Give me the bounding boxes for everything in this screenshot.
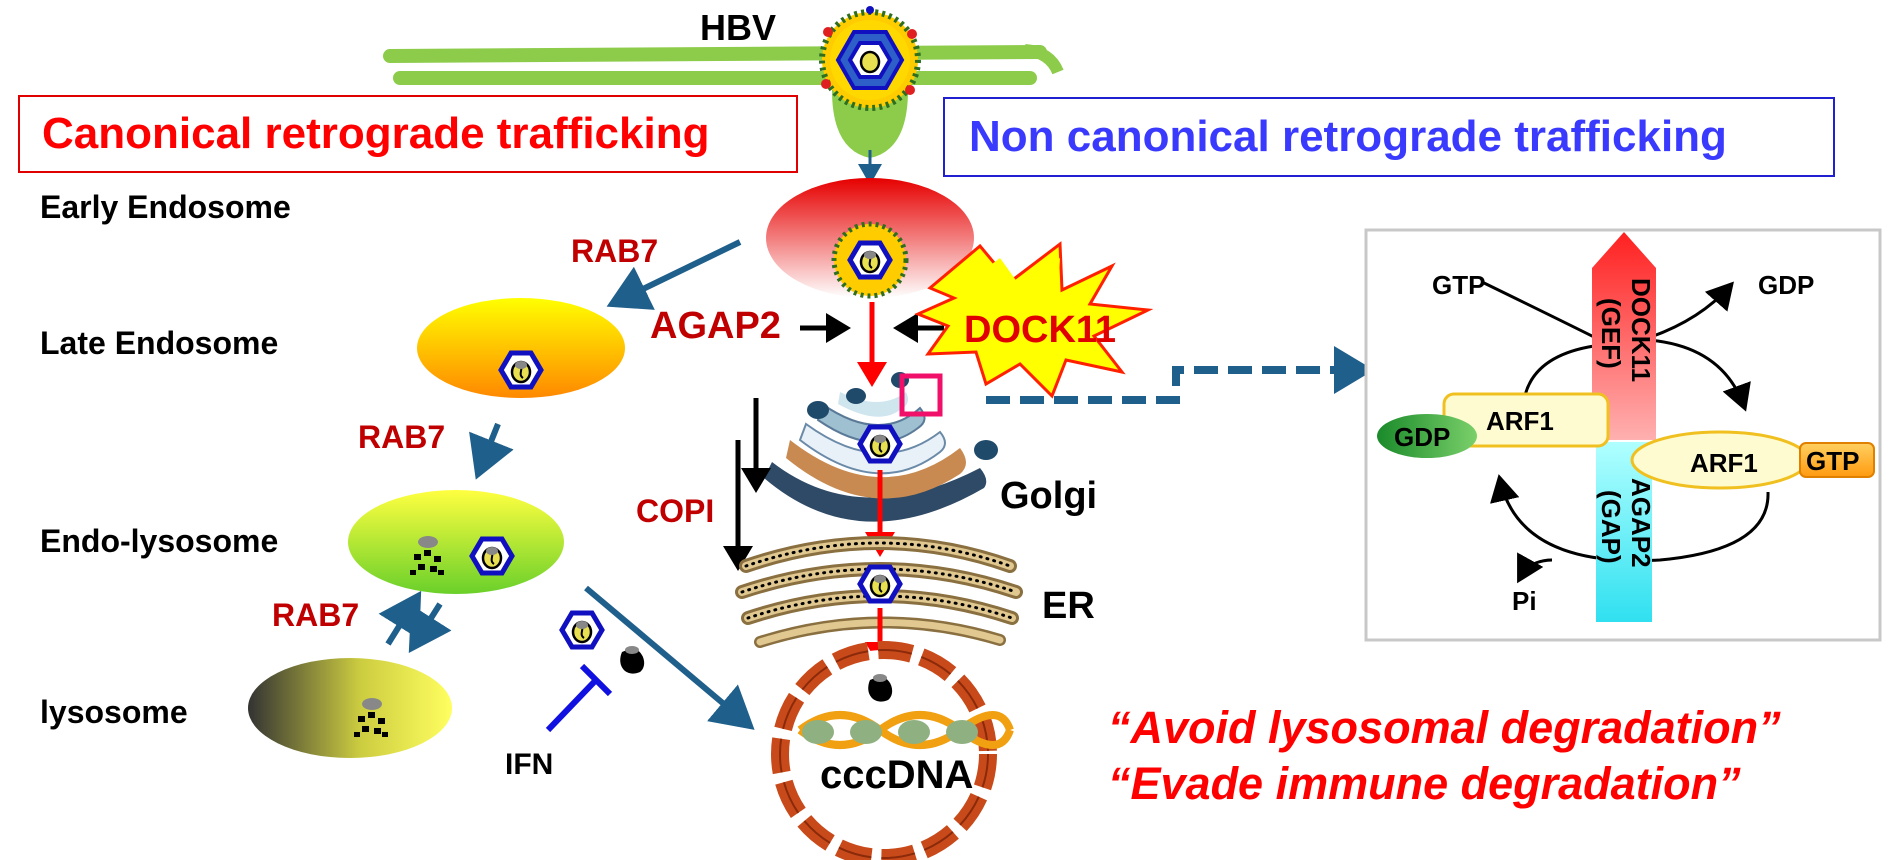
early-endosome-label: Early Endosome (40, 189, 291, 225)
inset-gef-label: (GEF) (1596, 298, 1626, 369)
nucleus (771, 641, 997, 860)
golgi-capsid (860, 427, 900, 461)
lysosome (248, 658, 452, 758)
cell-membrane (383, 44, 1064, 85)
golgi-label: Golgi (1000, 475, 1097, 517)
quote-lysosomal: “Avoid lysosomal degradation” (1108, 702, 1781, 753)
late-endosome-capsid (501, 353, 541, 387)
hbv-label: HBV (700, 7, 776, 48)
inset-arf1-left-label: ARF1 (1486, 406, 1554, 436)
quote-immune: “Evade immune degradation” (1108, 758, 1741, 809)
endo-lysosome-label: Endo-lysosome (40, 523, 278, 559)
dock11-burst (914, 241, 1154, 399)
cccdna-label: cccDNA (820, 753, 973, 797)
arrow-endolysosome-to-nucleus (584, 585, 755, 730)
rab7-label-3: RAB7 (272, 597, 359, 633)
ifn-label: IFN (505, 748, 553, 781)
agap2-label: AGAP2 (650, 305, 781, 347)
inset-agap2-label: AGAP2 (1626, 478, 1656, 568)
rab7-label-1: RAB7 (571, 233, 658, 269)
inset-arf1-right-label: ARF1 (1690, 448, 1758, 478)
inset-dock11-label: DOCK11 (1626, 278, 1656, 382)
endo-lysosome-capsid (472, 539, 512, 573)
lysosome-label: lysosome (40, 694, 188, 730)
dashed-connector (986, 346, 1374, 404)
inset-cycle-arrows (1481, 280, 1770, 584)
inset-gdp-top-label: GDP (1758, 270, 1814, 300)
chromatin (797, 711, 1014, 749)
er-capsid (860, 567, 900, 601)
early-endosome-virion (831, 221, 909, 299)
arrow-early-to-late (606, 239, 742, 310)
inset-dock11-bar (1592, 232, 1656, 440)
inset-gdp-pill (1377, 414, 1477, 458)
hbv-virion (819, 6, 921, 111)
dock11-label: DOCK11 (964, 309, 1116, 351)
late-endosome (417, 298, 625, 398)
cytoplasmic-capsid (562, 613, 602, 647)
arrow-lysosome-to-endolysosome (378, 590, 422, 646)
arrow-endolysosome-to-lysosome (408, 602, 452, 654)
cytoplasmic-cccdna (620, 646, 645, 674)
copi-label: COPI (636, 493, 714, 529)
inset-gtp-pill (1799, 442, 1875, 478)
non-canonical-header: Non canonical retrograde trafficking (943, 97, 1835, 177)
inset-gtp-right-label: GTP (1806, 446, 1859, 476)
er-label: ER (1042, 585, 1095, 627)
rab7-label-2: RAB7 (358, 419, 445, 455)
inset-gtp-top-label: GTP (1432, 270, 1485, 300)
highlight-box (899, 373, 943, 417)
late-endosome-label: Late Endosome (40, 325, 278, 361)
endo-lysosome (348, 490, 564, 594)
inset-pi-label: Pi (1512, 586, 1537, 616)
inset-agap2-bar (1596, 442, 1652, 622)
arrow-late-to-endolysosome (469, 422, 514, 480)
ifn-inhibition (545, 663, 613, 733)
canonical-header: Canonical retrograde trafficking (18, 95, 798, 173)
inset-gdp-left-label: GDP (1394, 422, 1450, 452)
inset-gap-label: (GAP) (1596, 490, 1626, 564)
